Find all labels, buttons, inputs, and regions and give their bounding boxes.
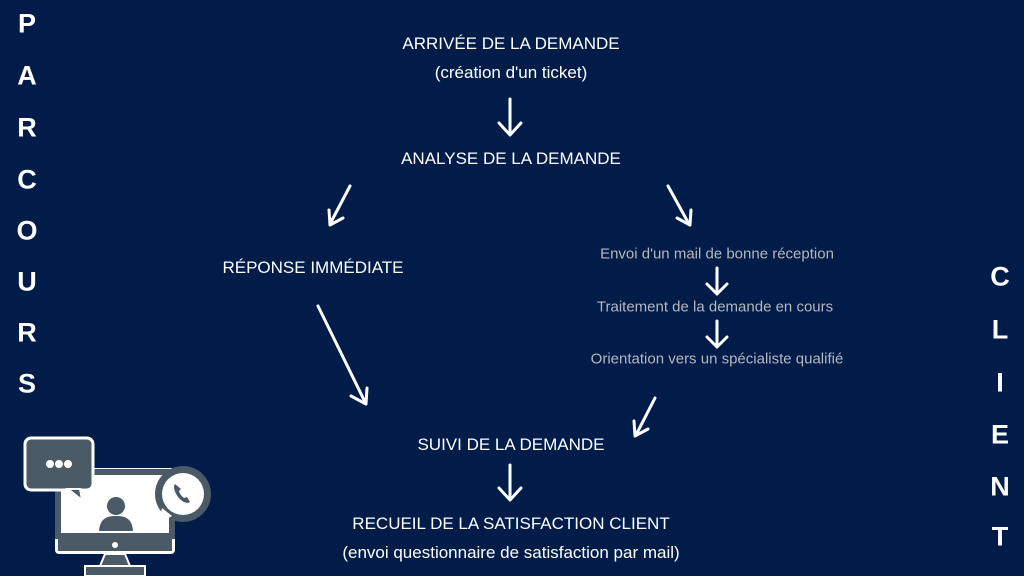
step-arrival: ARRIVÉE DE LA DEMANDE bbox=[402, 34, 620, 53]
arrow-down-icon bbox=[705, 266, 729, 296]
step-satisfaction: RECUEIL DE LA SATISFACTION CLIENT bbox=[352, 514, 670, 533]
arrow-down-icon bbox=[497, 463, 523, 502]
step-arrival-sub: (création d'un ticket) bbox=[434, 63, 588, 82]
letter: R bbox=[17, 112, 37, 143]
computer-chat-phone-icon bbox=[23, 436, 211, 576]
arrow-down-icon bbox=[497, 97, 523, 137]
letter: O bbox=[16, 215, 38, 246]
letter: C bbox=[17, 164, 37, 195]
letter: E bbox=[990, 419, 1010, 450]
letter: C bbox=[990, 261, 1010, 292]
step-satisfaction-sub: (envoi questionnaire de satisfaction par… bbox=[342, 543, 680, 562]
step-immediate-response: RÉPONSE IMMÉDIATE bbox=[222, 258, 404, 277]
letter: P bbox=[17, 8, 37, 39]
letter: N bbox=[990, 471, 1010, 502]
letter: T bbox=[991, 521, 1009, 552]
arrow-left-icon bbox=[632, 396, 657, 438]
arrow-long-icon bbox=[316, 304, 369, 406]
arrow-down-icon bbox=[705, 319, 729, 349]
letter: R bbox=[17, 317, 37, 348]
letter: U bbox=[17, 266, 37, 297]
letter: S bbox=[17, 368, 37, 399]
step-orientation: Orientation vers un spécialiste qualifié bbox=[590, 350, 844, 368]
step-analysis: ANALYSE DE LA DEMANDE bbox=[401, 149, 621, 168]
arrow-left-icon bbox=[327, 184, 352, 227]
letter: I bbox=[996, 367, 1004, 398]
letter: A bbox=[17, 60, 37, 91]
step-followup: SUIVI DE LA DEMANDE bbox=[417, 435, 605, 454]
step-mail: Envoi d'un mail de bonne réception bbox=[600, 245, 834, 263]
step-processing: Traitement de la demande en cours bbox=[596, 298, 834, 316]
arrow-right-icon bbox=[666, 184, 693, 227]
letter: L bbox=[991, 314, 1009, 345]
